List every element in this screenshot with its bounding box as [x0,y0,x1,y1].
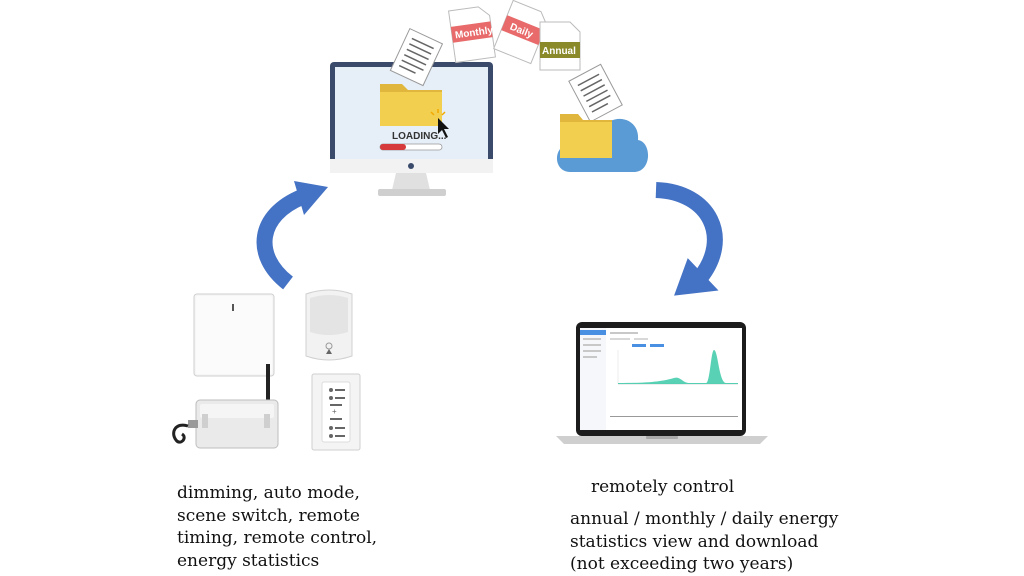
devices-caption-line: energy statistics [177,550,320,571]
gateway-device [193,293,275,377]
devices-caption-line: dimming, auto mode, [177,483,360,503]
arrow-down-to-laptop [655,182,723,296]
laptop-dashboard [556,322,768,444]
devices-caption-line: scene switch, remote [177,505,360,526]
remote-control-title: remotely control [591,477,735,497]
svg-text:Monthly: Monthly [454,25,494,41]
devices-caption: dimming, auto mode, scene switch, remote… [177,482,377,572]
document-plain-icon [389,27,444,87]
wall-switch-panel: + [311,373,361,451]
report-doc-monthly: Monthly [448,6,496,64]
laptop-caption: annual / monthly / daily energy statisti… [570,508,838,576]
laptop-caption-line: (not exceeding two years) [570,554,794,574]
cloud-folder-icon [556,114,649,172]
motion-sensor-device [305,289,353,361]
outdoor-controller-box [172,364,279,449]
svg-text:+: + [332,407,337,416]
svg-text:Annual: Annual [542,46,576,57]
arrow-up-to-computer [256,181,328,290]
laptop-caption-line: statistics view and download [570,531,819,552]
laptop-caption-line: annual / monthly / daily energy [570,509,839,529]
document-plain-icon [568,63,623,123]
report-doc-daily: Daily [493,0,548,65]
desktop-computer: LOADING... [330,62,493,196]
devices-caption-line: timing, remote control, [177,528,378,548]
loading-text: LOADING... [392,131,447,142]
remote-control-caption: remotely control [591,476,734,499]
report-doc-annual: Annual [539,21,581,71]
